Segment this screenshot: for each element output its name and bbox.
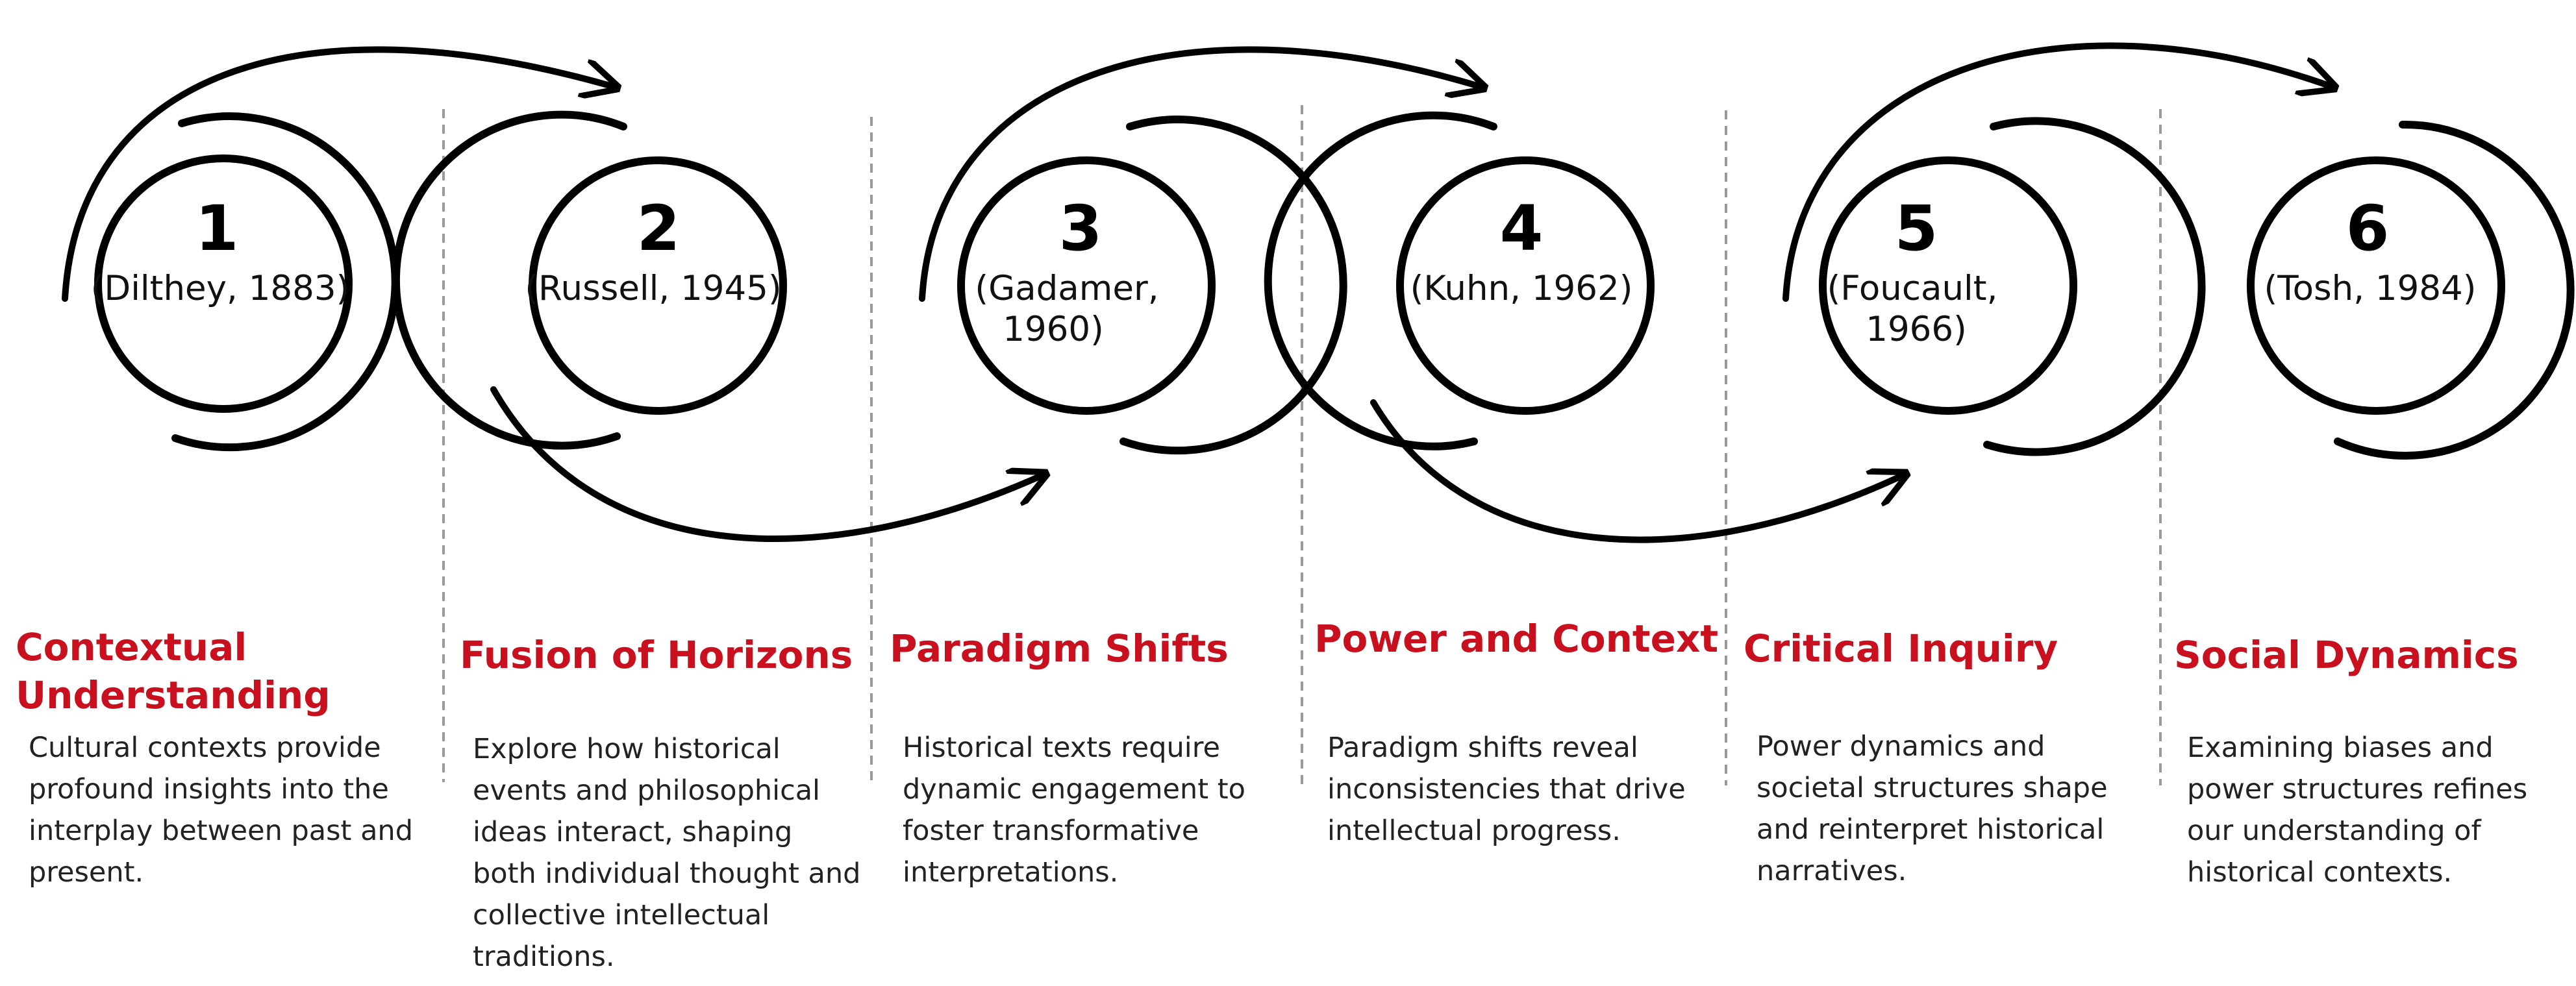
step-cite-5b: 1966) bbox=[1866, 310, 1967, 349]
step-description-4: Paradigm shifts reveal inconsistencies t… bbox=[1327, 732, 1686, 847]
flow-arrow-4-5 bbox=[1370, 399, 1906, 543]
step-number-4: 4 bbox=[1500, 192, 1544, 265]
step-cite-1: (Dilthey, 1883) bbox=[91, 269, 350, 308]
step-description-1: Cultural contexts provide profound insig… bbox=[29, 732, 413, 889]
step-title-3: Paradigm Shifts bbox=[890, 626, 1229, 671]
step-number-2: 2 bbox=[637, 192, 681, 265]
step-rings bbox=[94, 154, 2505, 415]
step-ring-5 bbox=[1819, 156, 2077, 415]
step-title-5: Critical Inquiry bbox=[1744, 626, 2058, 671]
step-cite-6: (Tosh, 1984) bbox=[2264, 269, 2477, 308]
step-number-6: 6 bbox=[2346, 192, 2390, 265]
step-number-1: 1 bbox=[195, 192, 239, 265]
flow-arrow-2-3 bbox=[490, 386, 1045, 542]
step-cite-4: (Kuhn, 1962) bbox=[1410, 269, 1633, 308]
step-description-5: Power dynamics and societal structures s… bbox=[1757, 730, 2108, 887]
step-labels: 1 (Dilthey, 1883) 2 (Russell, 1945) 3 (G… bbox=[91, 192, 2477, 349]
step-number-3: 3 bbox=[1059, 192, 1103, 265]
step-title-2: Fusion of Horizons bbox=[460, 633, 853, 677]
step-ring-3 bbox=[957, 156, 1216, 415]
step-description-3: Historical texts require dynamic engagem… bbox=[903, 732, 1245, 889]
step-ring-1 bbox=[94, 154, 353, 413]
outer-arcs bbox=[171, 110, 2575, 460]
step-description-6: Examining biases and power structures re… bbox=[2187, 732, 2528, 889]
step-title-6: Social Dynamics bbox=[2174, 633, 2519, 677]
flow-arrows bbox=[62, 42, 2334, 543]
step-cite-3b: 1960) bbox=[1003, 310, 1104, 349]
flow-arrow-1-2 bbox=[62, 46, 617, 302]
step-title-1: Contextual Understanding bbox=[16, 625, 331, 717]
step-title-4: Power and Context bbox=[1314, 617, 1719, 661]
flow-arrow-5-6 bbox=[1782, 42, 2334, 302]
outer-arc-2 bbox=[392, 110, 627, 450]
step-ring-6 bbox=[2247, 156, 2505, 415]
outer-arc-5 bbox=[1983, 117, 2206, 456]
step-ring-2 bbox=[529, 156, 787, 415]
outer-arc-4 bbox=[1264, 111, 1497, 450]
column-dividers bbox=[442, 105, 2162, 785]
flow-arrow-3-4 bbox=[919, 46, 1484, 302]
step-cite-2: (Russell, 1945) bbox=[525, 269, 781, 308]
step-ring-4 bbox=[1396, 156, 1655, 415]
step-description-2: Explore how historical events and philos… bbox=[473, 733, 861, 973]
outer-arc-6 bbox=[2334, 120, 2575, 460]
outer-arc-3 bbox=[1119, 116, 1347, 455]
step-cite-3a: (Gadamer, bbox=[975, 269, 1158, 308]
step-number-5: 5 bbox=[1895, 192, 1938, 265]
step-cite-5a: (Foucault, bbox=[1827, 269, 1998, 308]
